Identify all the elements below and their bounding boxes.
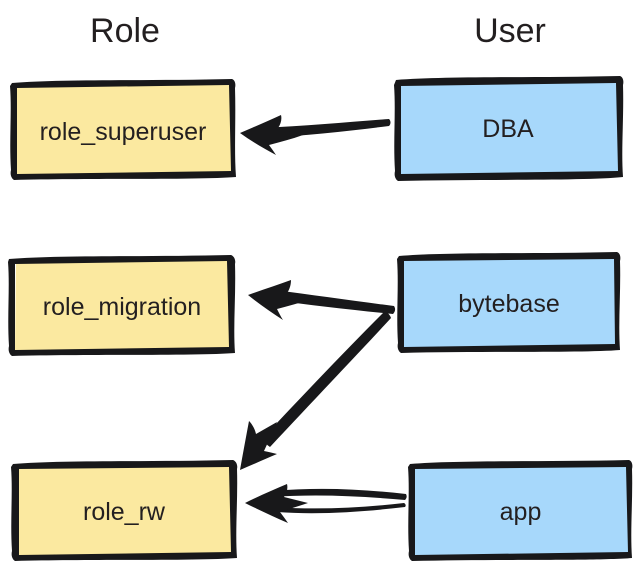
edge-bytebase-to-role-migration: [248, 280, 396, 320]
edge-bytebase-to-role-migration-shaft: [272, 290, 396, 314]
node-dba[interactable]: [394, 76, 624, 181]
edge-bytebase-to-role-migration-head: [248, 280, 311, 320]
node-dba-fill: [400, 81, 619, 175]
edge-dba-to-role-superuser-head: [240, 115, 303, 155]
edge-bytebase-to-role-rw-head: [240, 421, 277, 470]
node-app[interactable]: [408, 460, 633, 561]
edge-app-to-role-rw: [245, 484, 407, 523]
node-bytebase[interactable]: [397, 252, 621, 353]
column-header-user: User: [474, 12, 546, 50]
edge-app-to-role-rw-shaft: [272, 488, 407, 500]
edge-bytebase-to-role-rw: [240, 311, 391, 470]
edge-app-to-role-rw-head: [245, 484, 308, 523]
edge-bytebase-to-role-rw-shaft: [262, 311, 391, 447]
node-bytebase-fill: [403, 257, 616, 348]
node-role-rw[interactable]: [11, 460, 238, 561]
edge-app-to-role-rw-shaft2: [274, 503, 406, 514]
node-role-superuser-fill: [16, 83, 233, 175]
column-header-role: Role: [90, 12, 160, 50]
node-role-rw-fill: [18, 465, 233, 556]
node-role-migration[interactable]: [8, 255, 236, 356]
node-app-fill: [414, 465, 629, 556]
node-role-migration-fill: [15, 259, 231, 351]
node-role-superuser[interactable]: [10, 79, 236, 180]
edge-dba-to-role-superuser: [240, 115, 391, 155]
